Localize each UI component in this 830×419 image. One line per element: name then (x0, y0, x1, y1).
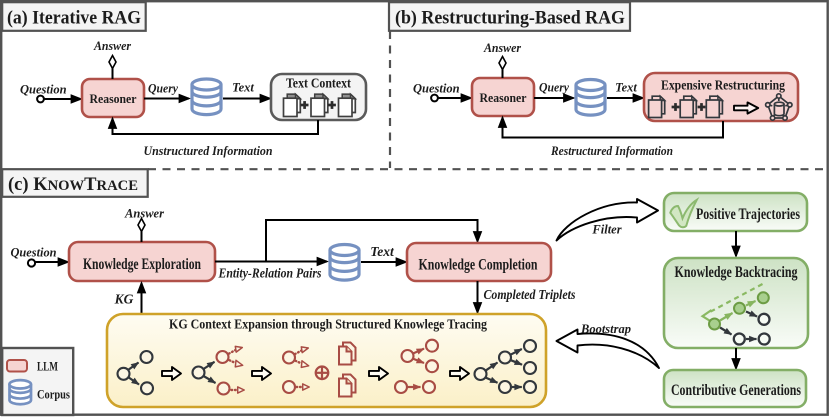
svg-text:Question: Question (11, 245, 57, 260)
svg-text:Filter: Filter (591, 223, 621, 237)
svg-text:Bootstrap: Bootstrap (580, 322, 631, 336)
svg-text:Corpus: Corpus (37, 388, 70, 402)
svg-text:Completed Triplets: Completed Triplets (484, 287, 576, 302)
svg-text:Answer: Answer (483, 41, 521, 55)
svg-text:Entity-Relation Pairs: Entity-Relation Pairs (218, 266, 322, 281)
svg-text:Text: Text (232, 81, 254, 95)
svg-text:Text Context: Text Context (286, 77, 351, 92)
svg-text:LLM: LLM (37, 360, 58, 374)
svg-text:KG Context Expansion through S: KG Context Expansion through Structured … (169, 317, 487, 332)
svg-text:KG: KG (114, 292, 134, 307)
svg-text:Text: Text (615, 81, 637, 95)
svg-text:Knowledge Exploration: Knowledge Exploration (83, 256, 201, 273)
svg-text:Unstructured Information: Unstructured Information (144, 144, 273, 158)
svg-text:Knowledge Backtracing: Knowledge Backtracing (675, 264, 798, 281)
svg-text:Question: Question (413, 82, 460, 96)
svg-text:Question: Question (20, 83, 67, 97)
svg-text:Reasoner: Reasoner (90, 91, 137, 106)
svg-text:Answer: Answer (124, 206, 165, 221)
svg-text:Query: Query (539, 81, 569, 95)
svg-text:Restructured Information: Restructured Information (550, 144, 673, 158)
svg-text:Positive Trajectories: Positive Trajectories (696, 206, 800, 223)
svg-text:Expensive Restructuring: Expensive Restructuring (661, 79, 785, 94)
svg-text:Knowledge Completion: Knowledge Completion (419, 257, 538, 274)
svg-text:(b) Restructuring-Based RAG: (b) Restructuring-Based RAG (395, 7, 625, 28)
svg-text:Text: Text (370, 244, 395, 259)
svg-text:Contributive Generations: Contributive Generations (671, 382, 801, 399)
svg-text:Query: Query (148, 82, 178, 96)
svg-text:(c) KNOWTRACE: (c) KNOWTRACE (8, 174, 138, 195)
svg-text:Answer: Answer (93, 39, 131, 53)
svg-text:Reasoner: Reasoner (480, 90, 527, 105)
svg-text:(a) Iterative RAG: (a) Iterative RAG (7, 7, 141, 28)
